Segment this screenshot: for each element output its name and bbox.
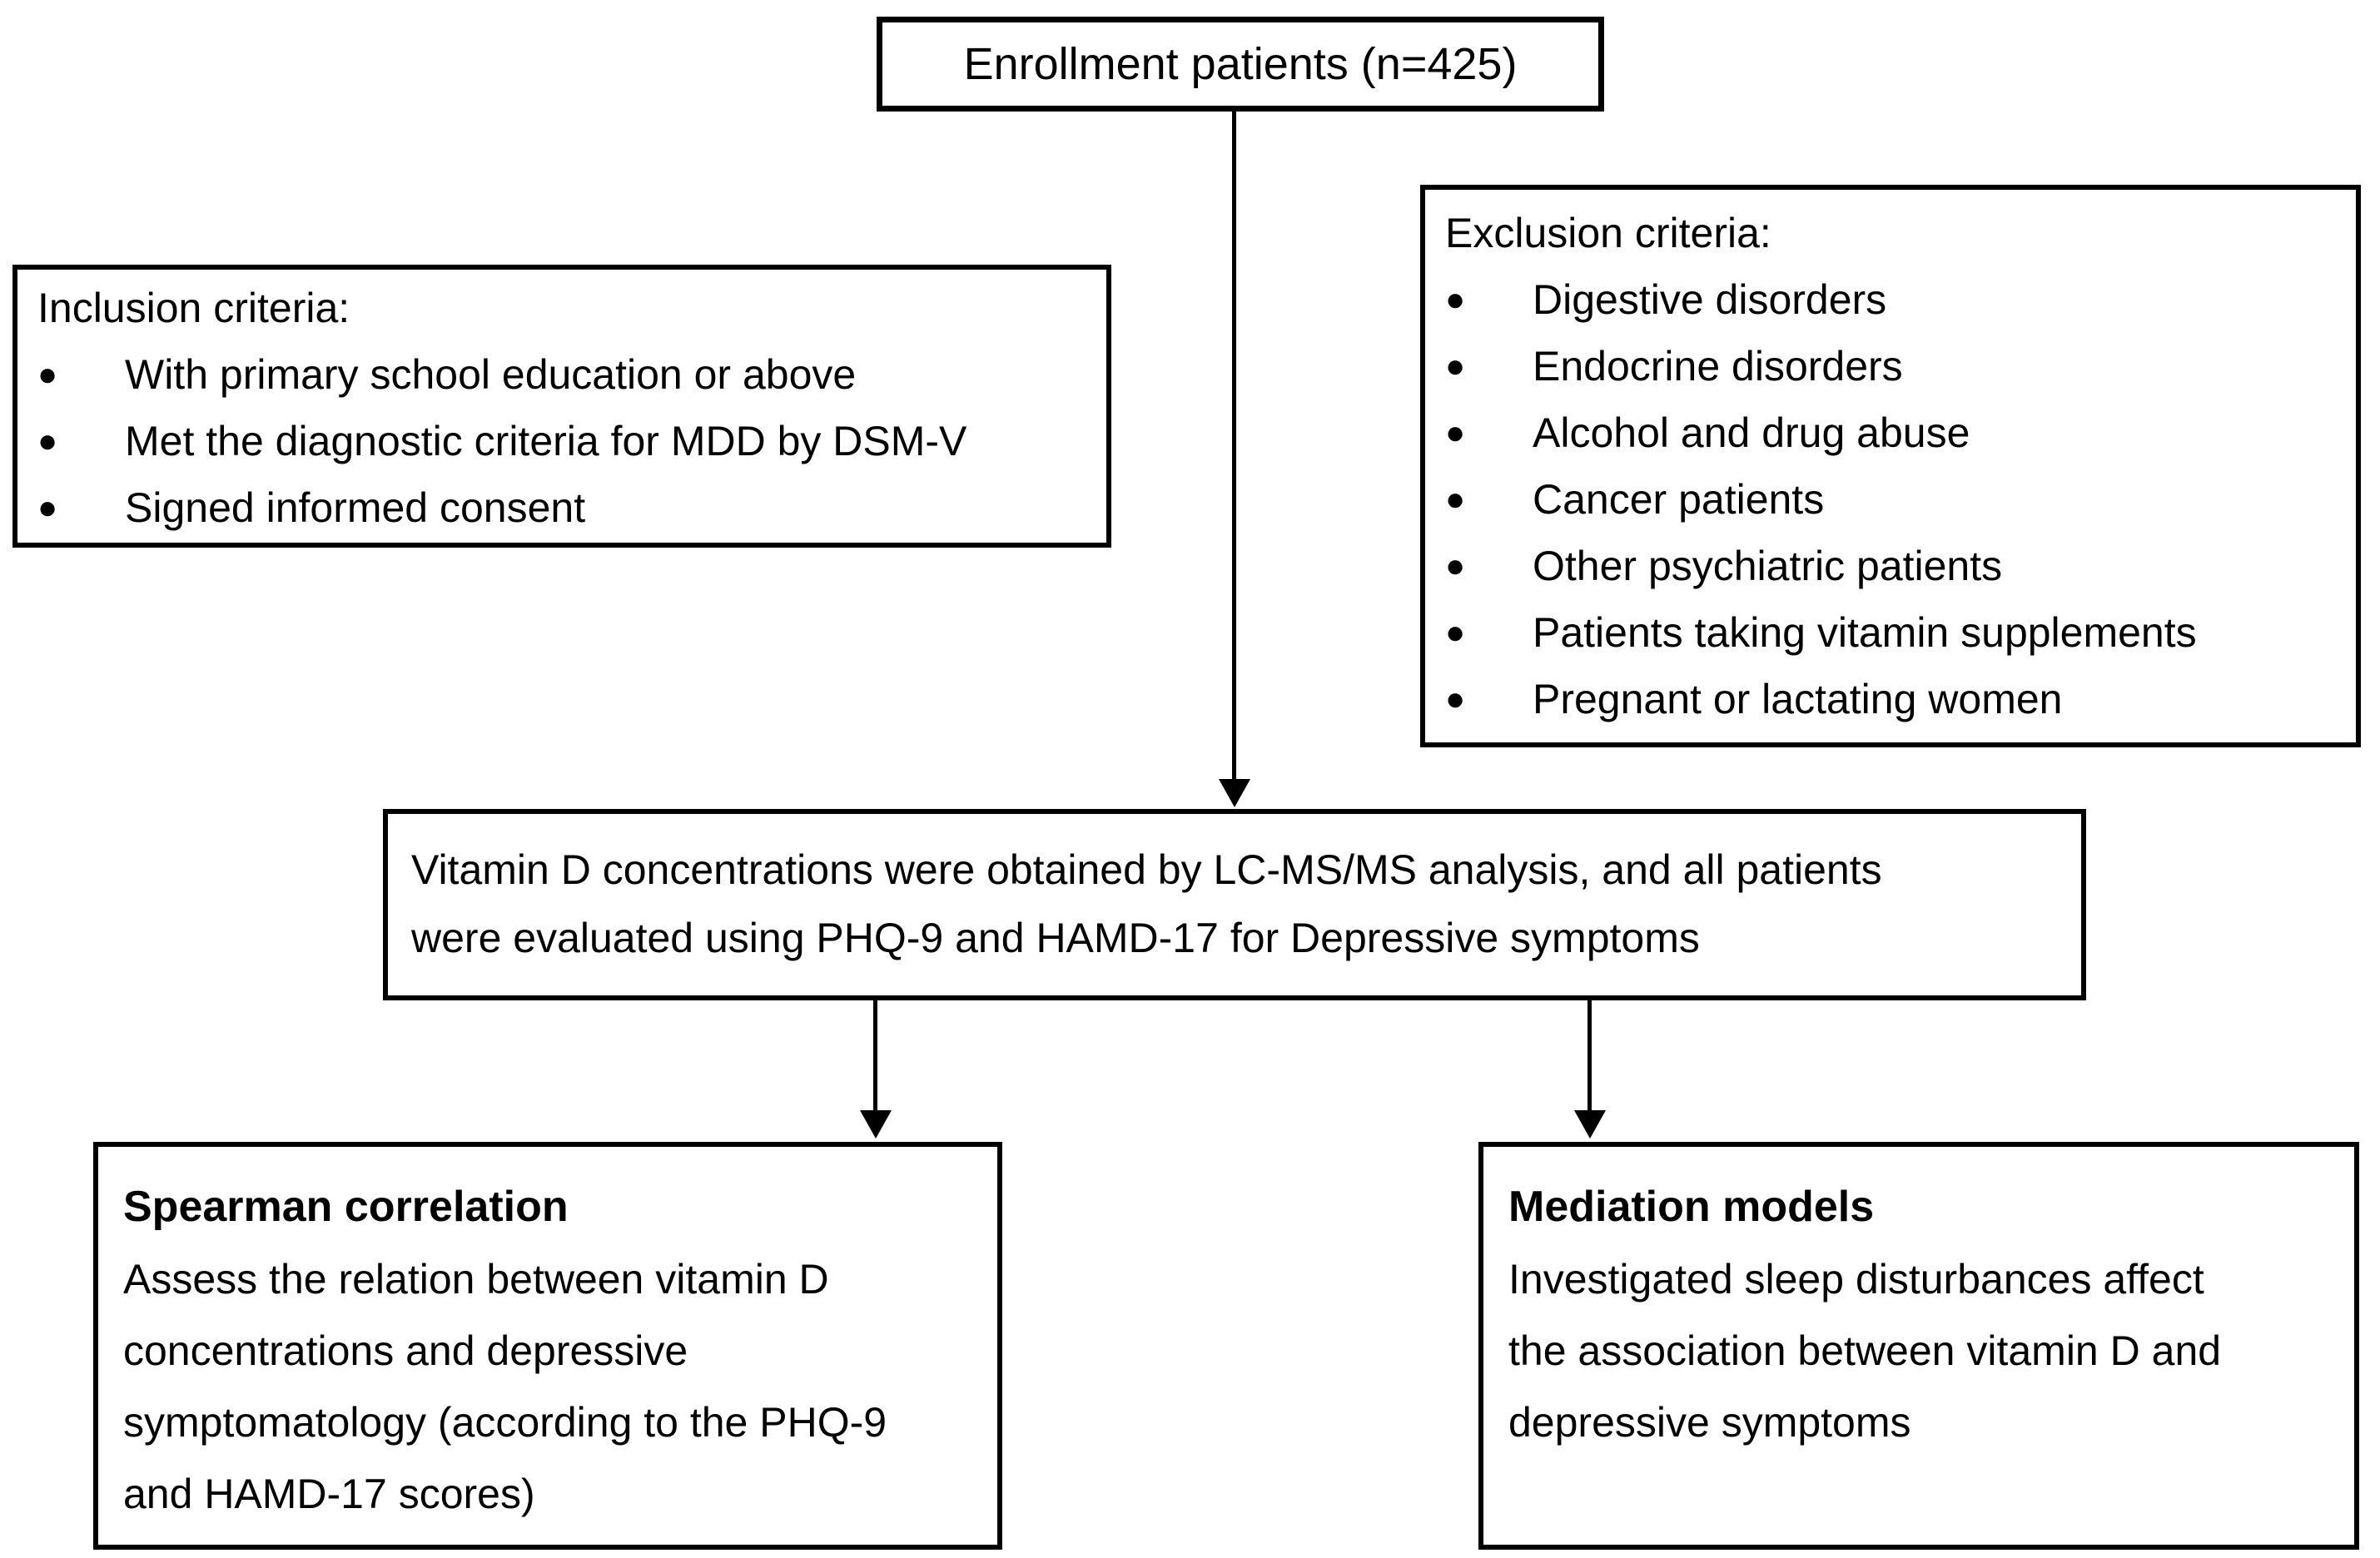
list-item-text: With primary school education or above <box>125 351 857 398</box>
arrow-assessment-to-spearman <box>873 1000 877 1114</box>
bullet-icon: ● <box>37 489 58 526</box>
mediation-text: Investigated sleep disturbances affect t… <box>1508 1256 2222 1446</box>
list-item-text: Signed informed consent <box>125 484 586 531</box>
assessment-text: Vitamin D concentrations were obtained b… <box>411 846 1882 961</box>
bullet-icon: ● <box>1445 614 1466 651</box>
list-item: ● Signed informed consent <box>37 474 1086 541</box>
arrow-assessment-to-mediation <box>1587 1000 1592 1114</box>
enrollment-label: Enrollment patients (n=425) <box>963 39 1518 89</box>
arrow-down-icon <box>860 1110 892 1139</box>
bullet-icon: ● <box>37 423 58 459</box>
exclusion-criteria-box: Exclusion criteria: ● Digestive disorder… <box>1420 185 2361 747</box>
spearman-correlation-box: Spearman correlation Assess the relation… <box>93 1142 1002 1550</box>
exclusion-criteria-title: Exclusion criteria: <box>1445 210 1771 256</box>
list-item-text: Cancer patients <box>1533 476 1825 523</box>
list-item-text: Patients taking vitamin supplements <box>1533 609 2197 656</box>
list-item-text: Endocrine disorders <box>1533 343 1903 390</box>
list-item-text: Alcohol and drug abuse <box>1533 409 1970 456</box>
arrow-enrollment-to-assessment <box>1232 112 1236 782</box>
list-item-text: Met the diagnostic criteria for MDD by D… <box>125 418 967 464</box>
bullet-icon: ● <box>1445 348 1466 385</box>
bullet-icon: ● <box>37 356 58 393</box>
list-item-text: Other psychiatric patients <box>1533 543 2003 589</box>
mediation-models-box: Mediation models Investigated sleep dist… <box>1478 1142 2359 1550</box>
spearman-title: Spearman correlation <box>123 1183 569 1231</box>
list-item: ● Pregnant or lactating women <box>1445 666 2336 732</box>
list-item: ● Patients taking vitamin supplements <box>1445 599 2336 666</box>
enrollment-box: Enrollment patients (n=425) <box>877 17 1604 112</box>
list-item: ● Cancer patients <box>1445 466 2336 533</box>
list-item-text: Digestive disorders <box>1533 276 1887 323</box>
arrow-down-icon <box>1219 779 1250 807</box>
list-item: ● Endocrine disorders <box>1445 333 2336 399</box>
inclusion-criteria-box: Inclusion criteria: ● With primary schoo… <box>12 265 1111 548</box>
list-item: ● Met the diagnostic criteria for MDD by… <box>37 408 1086 474</box>
bullet-icon: ● <box>1445 281 1466 318</box>
spearman-text: Assess the relation between vitamin D co… <box>123 1256 887 1517</box>
assessment-box: Vitamin D concentrations were obtained b… <box>383 809 2086 1000</box>
bullet-icon: ● <box>1445 548 1466 584</box>
list-item: ● With primary school education or above <box>37 341 1086 408</box>
bullet-icon: ● <box>1445 481 1466 518</box>
list-item: ● Alcohol and drug abuse <box>1445 399 2336 466</box>
arrow-down-icon <box>1574 1110 1606 1139</box>
bullet-icon: ● <box>1445 681 1466 717</box>
inclusion-criteria-title: Inclusion criteria: <box>37 285 350 331</box>
bullet-icon: ● <box>1445 414 1466 451</box>
list-item: ● Other psychiatric patients <box>1445 533 2336 599</box>
mediation-title: Mediation models <box>1508 1183 1875 1231</box>
list-item-text: Pregnant or lactating women <box>1533 676 2063 722</box>
list-item: ● Digestive disorders <box>1445 266 2336 333</box>
